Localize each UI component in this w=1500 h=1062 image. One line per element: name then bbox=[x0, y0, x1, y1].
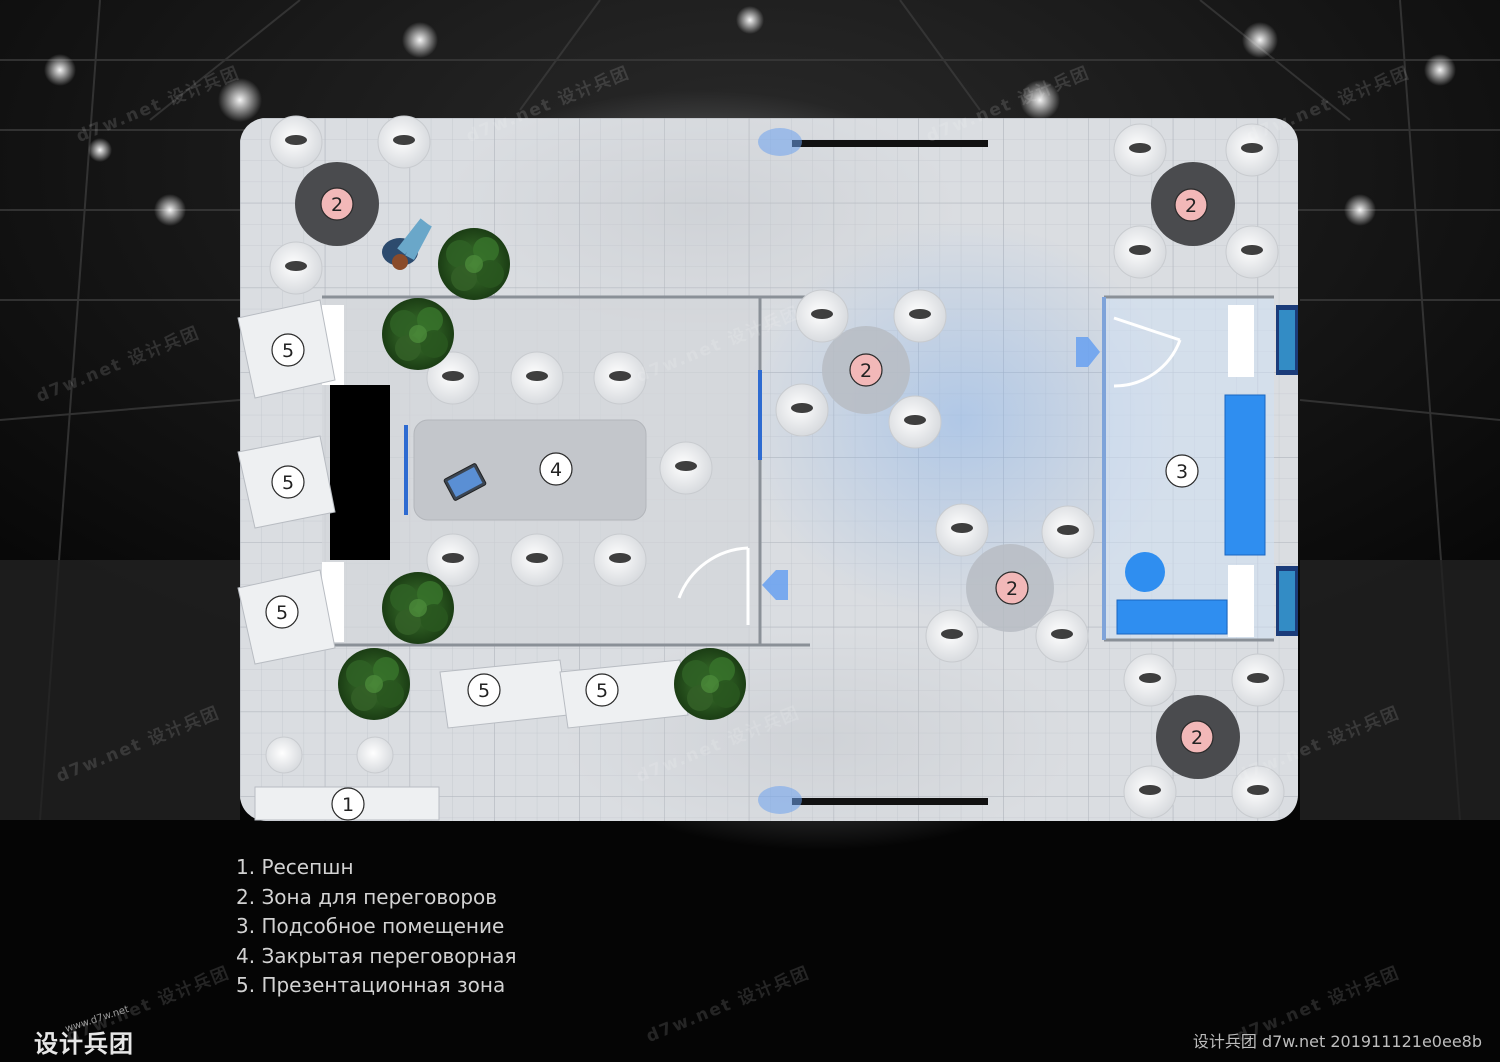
zone-marker-negotiation: 2 bbox=[995, 571, 1029, 605]
utility-room-3 bbox=[1076, 295, 1298, 642]
zone-marker-negotiation: 2 bbox=[849, 353, 883, 387]
zone-marker-utility: 3 bbox=[1165, 454, 1199, 488]
zone-number: 3 bbox=[1176, 461, 1188, 483]
wall-screen bbox=[330, 385, 390, 560]
zone-markers: 1 2 2 2 2 2 3 4 5 5 5 5 5 bbox=[265, 187, 1214, 821]
door-icon bbox=[677, 546, 750, 625]
zone-marker-presentation: 5 bbox=[467, 673, 501, 707]
zone-number: 5 bbox=[596, 680, 608, 702]
legend-item: 4. Закрытая переговорная bbox=[236, 943, 517, 968]
arrow-icon bbox=[762, 570, 788, 600]
plant-icon bbox=[674, 648, 746, 720]
zone-number: 4 bbox=[550, 459, 562, 481]
zone-number: 2 bbox=[1191, 727, 1203, 749]
shelf-unit bbox=[1224, 394, 1266, 556]
zone-number: 5 bbox=[282, 472, 294, 494]
zone-marker-negotiation: 2 bbox=[1174, 188, 1208, 222]
watermark-credit: 设计兵团 d7w.net 201911121e0ee8b bbox=[1192, 1032, 1482, 1051]
person-icon bbox=[382, 218, 432, 270]
zone-number: 5 bbox=[282, 340, 294, 362]
legend-item: 1. Ресепшн bbox=[236, 855, 354, 879]
meeting-table bbox=[413, 419, 647, 521]
zone-marker-reception: 1 bbox=[331, 787, 365, 821]
logo: www.d7w.net 设计兵团 bbox=[34, 1004, 134, 1058]
zone-number: 2 bbox=[331, 194, 343, 216]
zone-number: 1 bbox=[342, 794, 354, 816]
door-icon bbox=[1113, 316, 1182, 388]
legend-item: 5. Презентационная зона bbox=[236, 973, 506, 998]
zone-marker-negotiation: 2 bbox=[1180, 720, 1214, 754]
plant-icon bbox=[438, 228, 510, 300]
zone-marker-presentation: 5 bbox=[585, 673, 619, 707]
zone-marker-presentation: 5 bbox=[271, 465, 305, 499]
zone-number: 5 bbox=[276, 602, 288, 624]
zone-marker-presentation: 5 bbox=[271, 333, 305, 367]
top-screen bbox=[792, 140, 988, 147]
zone-number: 2 bbox=[860, 360, 872, 382]
counter-blue bbox=[1116, 599, 1228, 635]
zone-number: 5 bbox=[478, 680, 490, 702]
plant-icon bbox=[382, 298, 454, 370]
legend-item: 2. Зона для переговоров bbox=[236, 884, 498, 909]
zone-marker-meeting-room: 4 bbox=[539, 452, 573, 486]
chair-icon bbox=[510, 533, 564, 587]
bottom-screen bbox=[792, 798, 988, 805]
plant-icon bbox=[338, 648, 410, 720]
plant-icon bbox=[382, 572, 454, 644]
legend: 1. Ресепшн 2. Зона для переговоров 3. По… bbox=[236, 853, 517, 1001]
chair-icon bbox=[510, 351, 564, 405]
chair-icon bbox=[659, 441, 713, 495]
zone-marker-negotiation: 2 bbox=[320, 187, 354, 221]
zone-number: 2 bbox=[1185, 195, 1197, 217]
arrow-icon bbox=[1076, 337, 1100, 367]
legend-item: 3. Подсобное помещение bbox=[236, 914, 505, 939]
laptop-icon bbox=[443, 463, 487, 501]
round-table-blue bbox=[1125, 552, 1165, 592]
zone-marker-presentation: 5 bbox=[265, 595, 299, 629]
zone-number: 2 bbox=[1006, 578, 1018, 600]
chair-icon bbox=[593, 533, 647, 587]
